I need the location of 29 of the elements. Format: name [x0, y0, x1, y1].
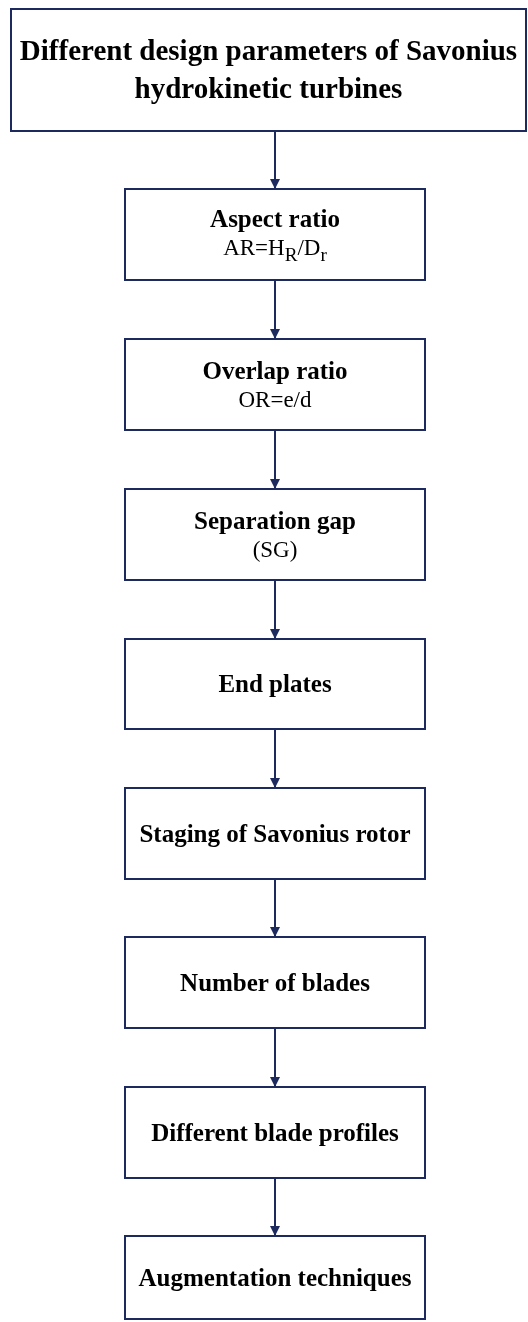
box-heading: Aspect ratio: [210, 204, 340, 235]
arrow: [270, 430, 280, 489]
process-box: [124, 188, 426, 281]
process-box: [124, 1086, 426, 1179]
box-subtext: OR=e/d: [238, 386, 312, 414]
title-box: [10, 8, 527, 132]
box-heading: End plates: [218, 669, 332, 700]
arrow: [270, 1178, 280, 1236]
arrow: [270, 1028, 280, 1087]
box-heading: Overlap ratio: [202, 356, 348, 387]
arrow: [270, 131, 280, 189]
box-heading: Staging of Savonius rotor: [139, 818, 411, 849]
process-box: [124, 638, 426, 730]
box-heading: Augmentation techniques: [138, 1262, 412, 1293]
box-heading: Different blade profiles: [151, 1117, 399, 1148]
process-box: [124, 488, 426, 581]
process-box: [124, 1235, 426, 1320]
box-heading: Different design parameters of Savonius hydrokinetic turbines: [18, 33, 519, 106]
box-heading: Number of blades: [180, 967, 370, 998]
arrow: [270, 580, 280, 639]
box-subtext: AR=H$_{R}$/D$_{r}$: [223, 234, 327, 266]
process-box: [124, 787, 426, 880]
box-subtext: (SG): [252, 536, 298, 564]
process-box: [124, 936, 426, 1029]
process-box: [124, 338, 426, 431]
box-heading: Separation gap: [194, 506, 356, 537]
arrow: [270, 879, 280, 937]
arrow: [270, 729, 280, 788]
arrow: [270, 280, 280, 339]
